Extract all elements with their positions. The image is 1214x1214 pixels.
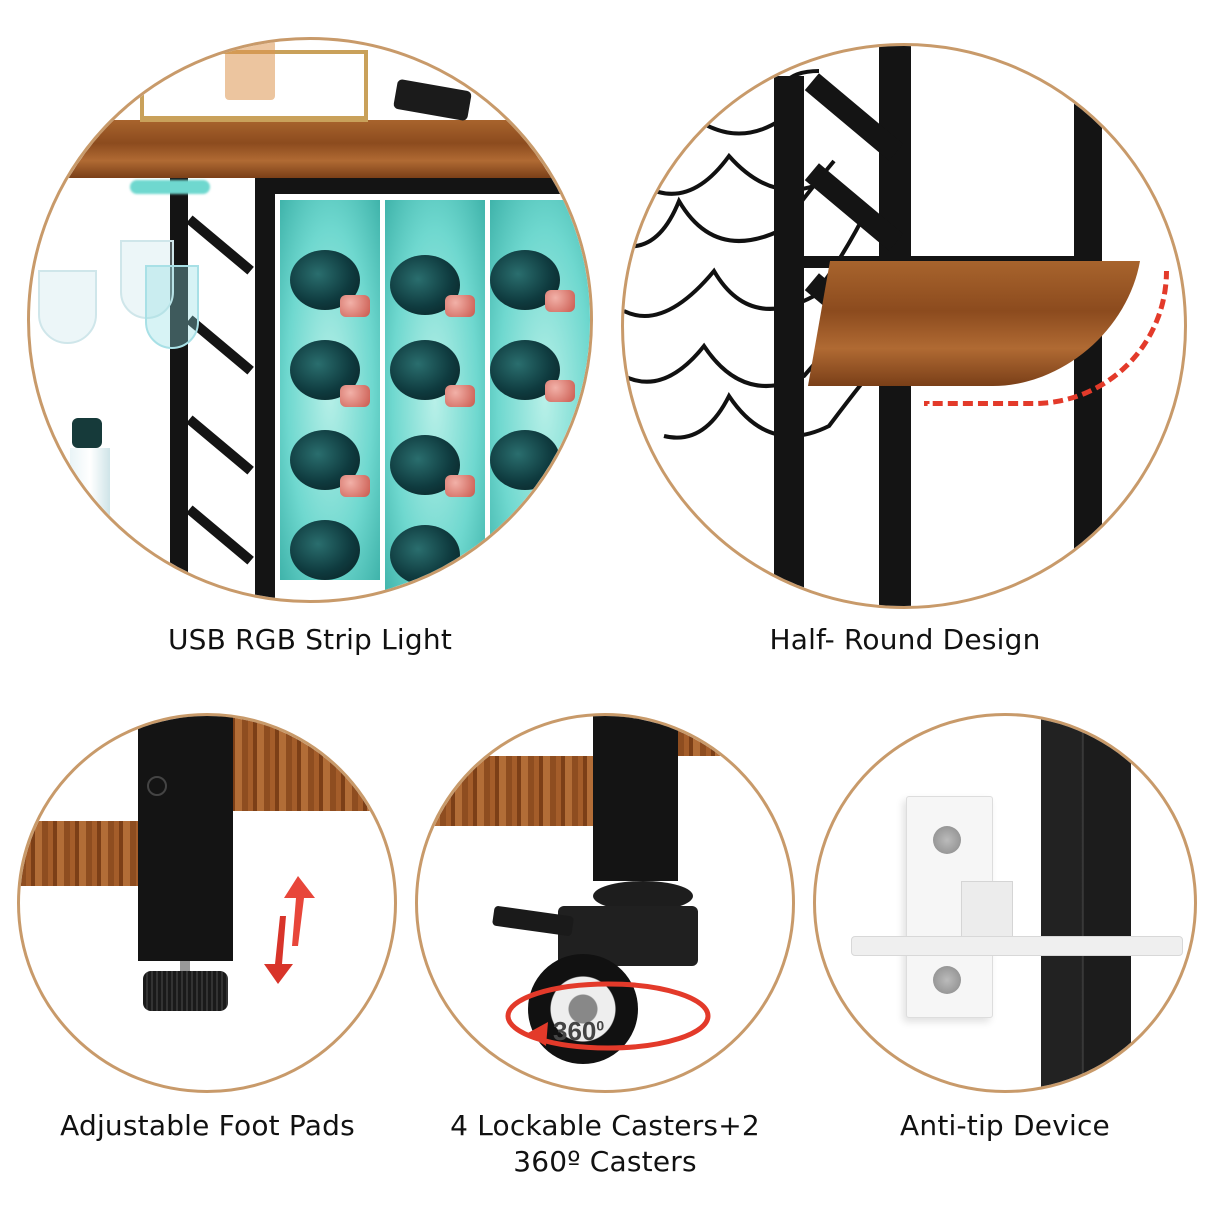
upper-shelf xyxy=(220,716,394,811)
upper-shelf xyxy=(678,716,792,756)
side-slat xyxy=(186,505,254,565)
frame-leg-dark xyxy=(1041,716,1131,1090)
screw-icon xyxy=(933,966,961,994)
caption-lockable-casters: 4 Lockable Casters+2 360º Casters xyxy=(405,1108,805,1180)
led-glow xyxy=(130,180,210,194)
feature-image-lockable-casters: 3600 xyxy=(415,713,795,1093)
rotation-badge-degree: 0 xyxy=(596,1017,605,1034)
clear-bottle xyxy=(70,448,110,600)
frame-leg xyxy=(593,716,678,881)
foot-pad-knob xyxy=(143,971,228,1011)
caption-line-2: 360º Casters xyxy=(513,1145,697,1178)
screw-icon xyxy=(933,826,961,854)
tabletop xyxy=(30,120,590,178)
lower-shelf xyxy=(418,756,618,826)
feature-image-adjustable-foot-pads xyxy=(17,713,397,1093)
caption-usb-rgb-strip-light: USB RGB Strip Light xyxy=(167,623,453,656)
frame-post-front xyxy=(774,76,804,606)
screw-thread xyxy=(180,961,190,971)
caption-adjustable-foot-pads: Adjustable Foot Pads xyxy=(60,1109,355,1142)
frame-rail xyxy=(275,178,590,194)
feature-image-half-round-design xyxy=(621,43,1187,609)
up-down-arrow-icon xyxy=(264,876,315,984)
caption-line-1: 4 Lockable Casters+2 xyxy=(450,1109,760,1142)
frame-leg xyxy=(138,716,233,961)
caption-anti-tip-device: Anti-tip Device xyxy=(900,1109,1110,1142)
feature-image-usb-rgb-strip-light xyxy=(27,37,593,603)
bottle-cap xyxy=(72,418,102,448)
rotation-badge: 3600 xyxy=(553,1016,604,1047)
bolt-icon xyxy=(147,776,167,796)
wine-glass-icon xyxy=(145,265,199,349)
whiskey-glass xyxy=(225,40,275,100)
feature-image-anti-tip-device xyxy=(813,713,1197,1093)
rotation-360-arrow-icon xyxy=(505,981,711,1051)
phone xyxy=(392,78,473,122)
frame-post xyxy=(255,178,275,600)
side-slat xyxy=(186,415,254,475)
wine-bottle-grid xyxy=(280,200,590,600)
wine-glass-icon xyxy=(38,270,97,344)
caption-half-round-design: Half- Round Design xyxy=(769,623,1041,656)
rotation-badge-value: 360 xyxy=(553,1016,597,1046)
safety-strap xyxy=(851,936,1183,956)
